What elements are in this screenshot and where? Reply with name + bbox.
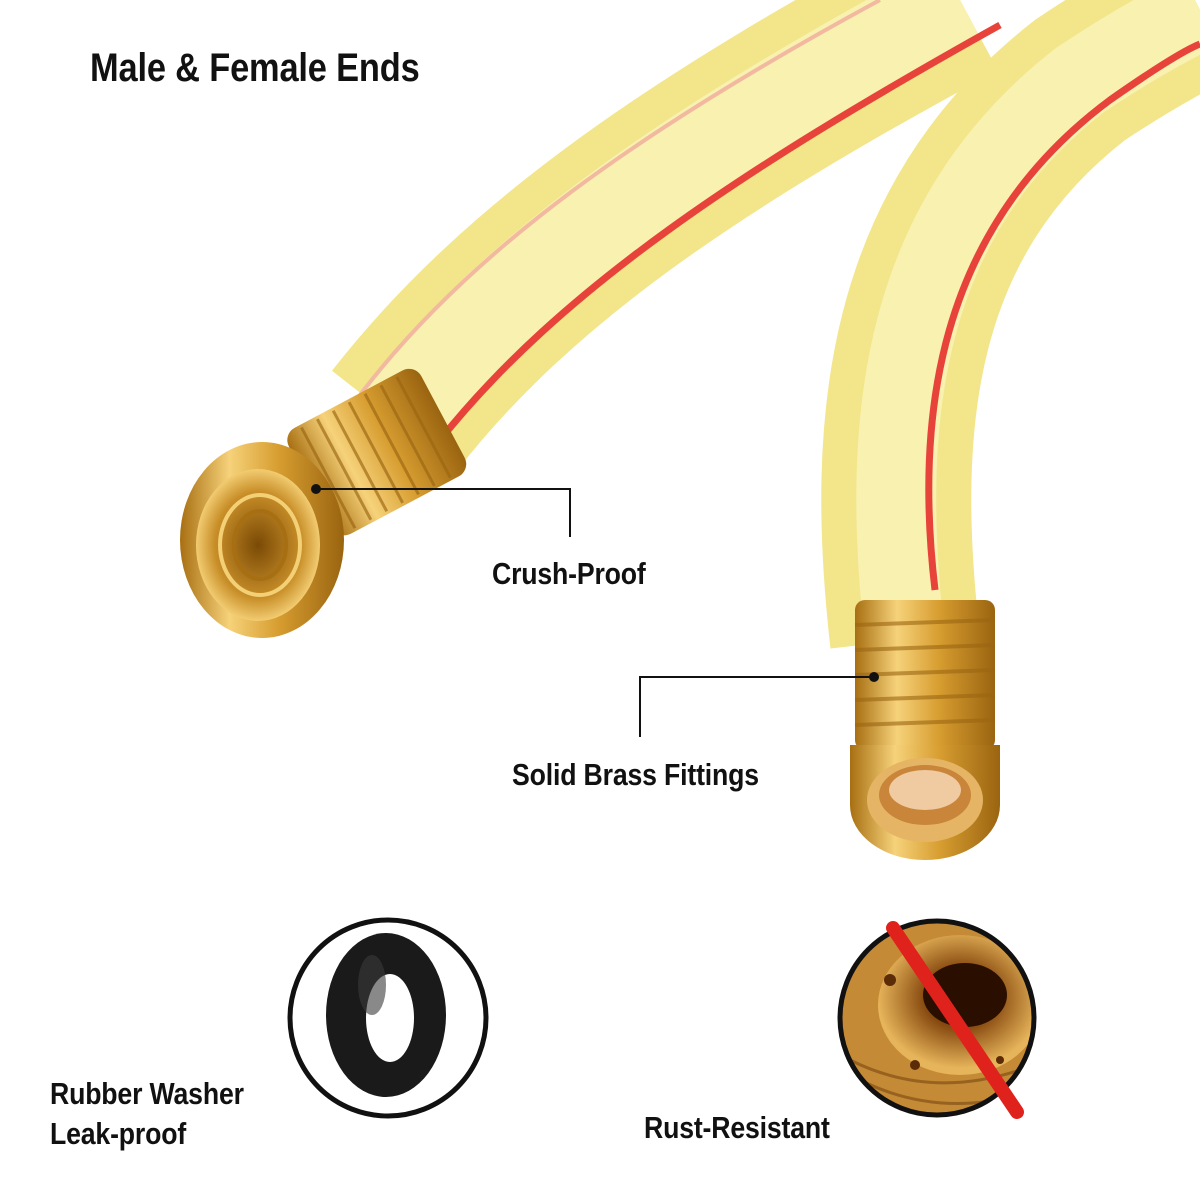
hose-right bbox=[821, 0, 1200, 649]
callout-crush-proof: Crush-Proof bbox=[492, 556, 646, 591]
callout-washer-line2: Leak-proof bbox=[50, 1116, 187, 1151]
rust-resistant-badge bbox=[837, 918, 1037, 1119]
page-title: Male & Female Ends bbox=[90, 46, 420, 90]
male-fitting bbox=[850, 600, 1000, 860]
rubber-washer-badge bbox=[287, 917, 489, 1119]
callout-washer-line1: Rubber Washer bbox=[50, 1076, 244, 1111]
female-fitting bbox=[180, 368, 467, 638]
prohibited-slash-icon bbox=[886, 921, 1024, 1119]
callout-solid-brass-leader bbox=[639, 672, 879, 737]
callout-solid-brass: Solid Brass Fittings bbox=[512, 757, 759, 792]
callout-rust-resistant: Rust-Resistant bbox=[644, 1110, 830, 1145]
callout-rubber-washer: Rubber Washer Leak-proof bbox=[50, 1074, 244, 1154]
callout-crush-proof-leader bbox=[311, 484, 571, 537]
hose-left bbox=[331, 0, 1002, 470]
